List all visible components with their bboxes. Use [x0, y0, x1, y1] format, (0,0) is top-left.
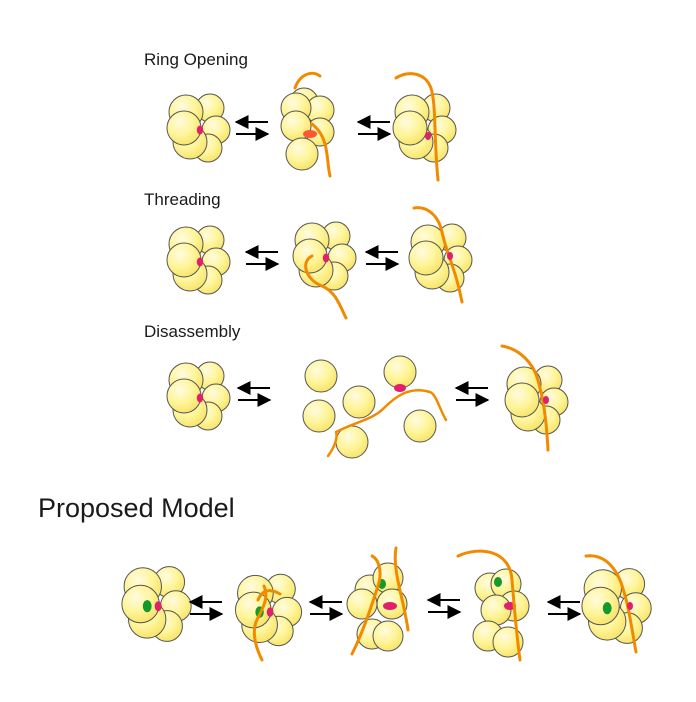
equilibrium-arrows	[426, 593, 462, 619]
subunit-sphere	[166, 110, 202, 146]
peptide-chain	[293, 71, 322, 90]
active-site	[383, 602, 397, 610]
equilibrium-arrows	[188, 595, 224, 621]
proposed-model-title: Proposed Model	[38, 493, 235, 523]
equilibrium-arrows	[454, 381, 490, 407]
equilibrium-arrows	[234, 115, 270, 141]
ring-complex-closed	[504, 365, 569, 435]
active-site	[303, 130, 317, 138]
equilibrium-arrows	[364, 245, 400, 271]
ring-complex-closed	[166, 361, 231, 431]
active-site	[196, 393, 204, 403]
active-site	[425, 132, 431, 140]
ligand	[602, 602, 612, 615]
peptide-chain	[326, 389, 448, 458]
equilibrium-arrows	[546, 595, 582, 621]
active-site	[447, 252, 453, 260]
peptide-chain	[412, 206, 464, 304]
active-site	[543, 396, 549, 404]
equilibrium-arrows	[236, 381, 272, 407]
peptide-chain	[456, 549, 522, 662]
peptide-chain	[350, 554, 382, 656]
equilibrium-arrows	[308, 595, 344, 621]
subunit-sphere	[372, 620, 404, 652]
section-title-disassembly: Disassembly	[144, 322, 241, 341]
peptide-chain	[500, 344, 550, 452]
peptide-chain	[256, 589, 282, 602]
peptide-chain	[393, 546, 410, 632]
subunit-sphere	[403, 409, 437, 443]
section-title-ring-opening: Ring Opening	[144, 50, 248, 69]
ligand	[494, 577, 502, 587]
active-site	[322, 253, 330, 263]
subunit-sphere	[480, 594, 512, 626]
subunit-sphere	[504, 382, 540, 418]
subunit-sphere	[383, 355, 417, 389]
peptide-chain	[394, 72, 440, 182]
peptide-chain	[310, 122, 332, 178]
peptide-chain	[252, 584, 268, 662]
ring-complex-closed	[392, 93, 457, 163]
subunit-sphere	[302, 399, 336, 433]
active-site	[196, 125, 204, 135]
subunit-sphere	[304, 359, 338, 393]
ring-complex-closed	[234, 573, 303, 647]
equilibrium-arrows	[244, 245, 280, 271]
active-site	[196, 257, 204, 267]
subunit-sphere	[285, 137, 319, 171]
subunit-sphere	[392, 110, 428, 146]
active-site	[154, 601, 162, 612]
ring-complex-open	[280, 87, 335, 171]
subunit-sphere	[166, 378, 202, 414]
subunit-sphere	[166, 242, 202, 278]
equilibrium-arrows	[356, 115, 392, 141]
subunit-sphere	[581, 586, 620, 626]
peptide-chain	[304, 254, 348, 320]
active-site	[627, 602, 633, 610]
section-title-threading: Threading	[144, 190, 221, 209]
active-site	[266, 607, 274, 617]
active-site	[394, 384, 406, 392]
ring-complex-closed	[166, 93, 231, 163]
ring-complex-closed	[581, 568, 652, 644]
ring-complex-closed	[121, 566, 192, 642]
subunit-sphere	[342, 385, 376, 419]
ligand	[142, 600, 152, 613]
peptide-chain	[584, 554, 638, 654]
subunit-sphere	[408, 240, 444, 276]
ring-complex-closed	[408, 223, 473, 293]
subunit-sphere	[121, 584, 160, 624]
dissociated-subunits	[302, 355, 437, 459]
